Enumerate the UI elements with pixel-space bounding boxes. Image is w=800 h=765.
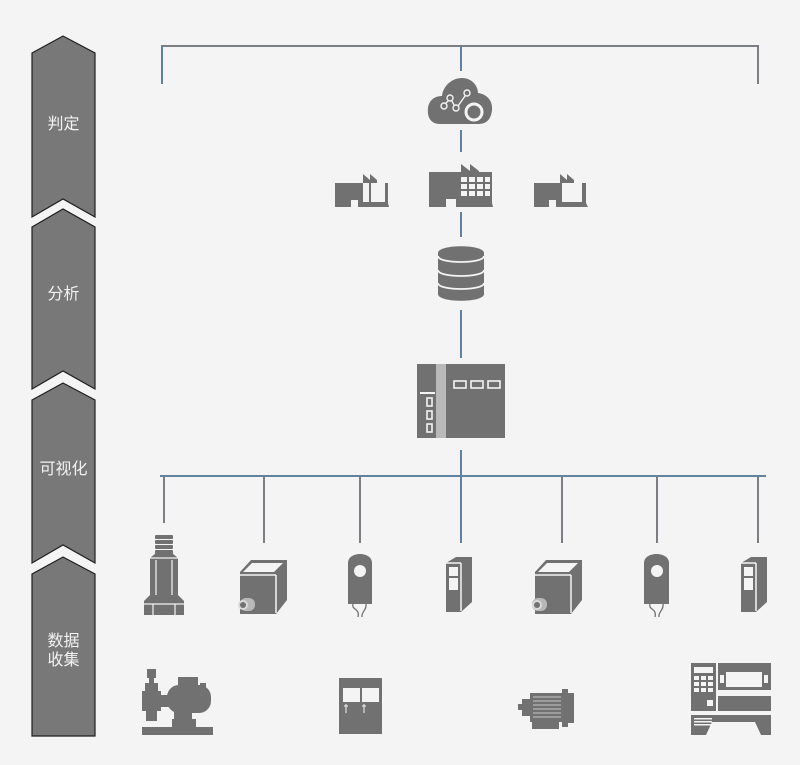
motor-icon [518, 689, 574, 729]
pump-icon [142, 669, 213, 735]
vibration-sensor-icon [144, 535, 184, 615]
controller-icon [417, 364, 505, 438]
stage-arrows [31, 35, 96, 737]
stage-label-line: 分析 [47, 284, 80, 303]
stage-arrow-judgement [31, 35, 96, 219]
stage-arrow-data-collection [31, 556, 96, 737]
proximity-sensor-icon [348, 554, 372, 618]
cnc-machine-icon [691, 663, 771, 735]
cloud-analytics-icon [427, 78, 493, 124]
factory-main-icon [429, 164, 493, 207]
proximity-sensor-icon [644, 554, 669, 618]
camera-sensor-icon [532, 560, 582, 614]
stage-label-analysis: 分析 [32, 284, 95, 303]
stage-arrow-analysis [31, 208, 96, 391]
stage-label-visualization: 可视化 [32, 459, 95, 478]
factory-icon [534, 174, 588, 207]
cabinet-icon [339, 678, 382, 734]
stage-label-judgement: 判定 [32, 114, 95, 133]
io-module-icon [741, 557, 767, 612]
stage-arrow-visualization [31, 382, 96, 565]
database-icon [437, 246, 485, 301]
camera-sensor-icon [238, 560, 287, 614]
factory-icon [335, 174, 389, 207]
stage-label-data-collection: 数据 收集 [32, 631, 95, 669]
connection-lines [160, 45, 766, 543]
io-module-icon [446, 557, 472, 612]
stage-label-line: 可视化 [39, 459, 88, 478]
stage-label-line: 数据 [47, 631, 80, 650]
stage-label-line: 判定 [47, 114, 80, 133]
stage-label-line: 收集 [47, 650, 80, 669]
